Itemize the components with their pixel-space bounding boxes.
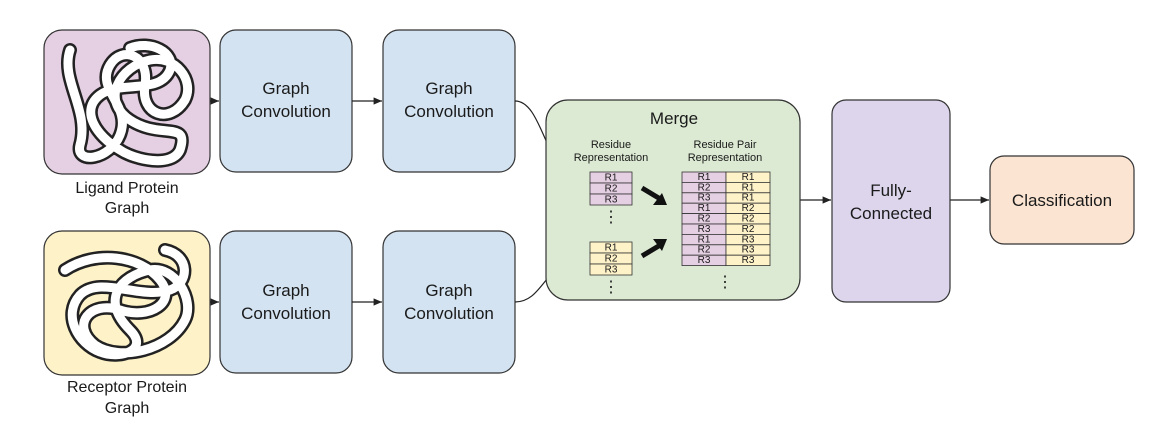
fc-label-line2: Connected	[850, 204, 932, 223]
pair-receptor-cell: R2	[725, 202, 771, 214]
pair-ligand-cell: R2	[681, 244, 727, 256]
ligand-protein-graph: Ligand Protein Graph	[43, 29, 211, 217]
cell-label: R2	[605, 254, 618, 265]
pair-ligand-cell: R3	[681, 192, 727, 204]
pair-ligand-cell: R3	[681, 223, 727, 235]
ligand-residue-cell: R2	[589, 182, 633, 195]
residue-header-line1: Residue	[591, 139, 631, 151]
receptor-protein-graph: Receptor Protein Graph	[43, 230, 211, 417]
pair-ligand-cell: R1	[681, 202, 727, 214]
ligand-residue-cell: R3	[589, 193, 633, 206]
conv-label-line2: Convolution	[404, 304, 494, 323]
pair-ligand-cell: R3	[681, 254, 727, 266]
cell-label: R1	[698, 172, 711, 183]
pair-ligand-cell: R1	[681, 171, 727, 183]
receptor-caption-line1: Receptor Protein	[67, 379, 187, 396]
conv-label-line1: Graph	[262, 281, 309, 300]
ligand-caption-line1: Ligand Protein	[75, 180, 178, 197]
pair-header-line2: Representation	[688, 152, 763, 164]
cell-label: R3	[742, 245, 755, 256]
pair-ligand-cell: R2	[681, 213, 727, 225]
cell-label: R1	[742, 172, 755, 183]
conv-label-line2: Convolution	[241, 102, 331, 121]
cell-label: R2	[742, 224, 755, 235]
pair-receptor-cell: R3	[725, 233, 771, 245]
cell-label: R3	[742, 255, 755, 266]
ligand-ellipsis: ⋮	[603, 209, 619, 226]
merge-arrow-up-right-icon	[640, 239, 667, 259]
cell-label: R3	[698, 255, 711, 266]
pair-receptor-cell: R1	[725, 171, 771, 183]
classification-block: Classification	[989, 155, 1135, 245]
cell-label: R3	[742, 234, 755, 245]
cell-label: R1	[742, 182, 755, 193]
ligand-caption-line2: Graph	[105, 200, 149, 217]
receptor-residue-cell: R2	[589, 252, 633, 265]
pair-receptor-cell: R2	[725, 213, 771, 225]
conv-label-line1: Graph	[425, 79, 472, 98]
cell-label: R2	[742, 214, 755, 225]
pair-ellipsis: ⋮	[717, 274, 733, 291]
cell-label: R3	[698, 193, 711, 204]
conv-label-line1: Graph	[425, 281, 472, 300]
pair-ligand-cell: R2	[681, 181, 727, 193]
cell-label: R1	[698, 203, 711, 214]
merge-arrow-down-right-icon	[640, 185, 667, 205]
receptor-caption-line2: Graph	[105, 400, 149, 417]
fully-connected-box	[831, 99, 951, 303]
cell-label: R3	[698, 224, 711, 235]
receptor-graph-convolution-1: Graph Convolution	[219, 230, 353, 374]
pair-receptor-cell: R3	[725, 244, 771, 256]
fc-label-line1: Fully-	[870, 181, 912, 200]
cell-label: R2	[698, 214, 711, 225]
cell-label: R1	[698, 234, 711, 245]
cell-label: R1	[605, 173, 618, 184]
receptor-residue-cell: R1	[589, 241, 633, 254]
ligand-graph-convolution-1: Graph Convolution	[219, 29, 353, 173]
pair-ligand-cell: R1	[681, 233, 727, 245]
ligand-residue-cell: R1	[589, 171, 633, 184]
pair-receptor-cell: R2	[725, 223, 771, 235]
cell-label: R1	[742, 193, 755, 204]
pair-receptor-cell: R1	[725, 181, 771, 193]
classification-label: Classification	[1012, 191, 1112, 210]
conv-label-line2: Convolution	[241, 304, 331, 323]
classification-box	[989, 155, 1135, 245]
receptor-ellipsis: ⋮	[603, 279, 619, 296]
merge-title: Merge	[650, 109, 698, 128]
cell-label: R2	[698, 245, 711, 256]
cell-label: R3	[605, 195, 618, 206]
residue-header-line2: Representation	[574, 152, 649, 164]
receptor-protein-tangle-icon	[58, 243, 195, 362]
conv-label-line2: Convolution	[404, 102, 494, 121]
fully-connected-block: Fully- Connected	[831, 99, 951, 303]
ligand-protein-tangle-icon	[61, 38, 195, 168]
ligand-graph-convolution-2: Graph Convolution	[382, 29, 516, 173]
pair-receptor-cell: R3	[725, 254, 771, 266]
conv-label-line1: Graph	[262, 79, 309, 98]
receptor-graph-convolution-2: Graph Convolution	[382, 230, 516, 374]
cell-label: R2	[605, 184, 618, 195]
pair-receptor-cell: R1	[725, 192, 771, 204]
pair-header-line1: Residue Pair	[694, 139, 757, 151]
merge-block: Merge Residue Representation Residue Pai…	[545, 99, 801, 301]
cell-label: R3	[605, 265, 618, 276]
cell-label: R2	[698, 182, 711, 193]
cell-label: R2	[742, 203, 755, 214]
receptor-residue-cell: R3	[589, 263, 633, 276]
cell-label: R1	[605, 243, 618, 254]
